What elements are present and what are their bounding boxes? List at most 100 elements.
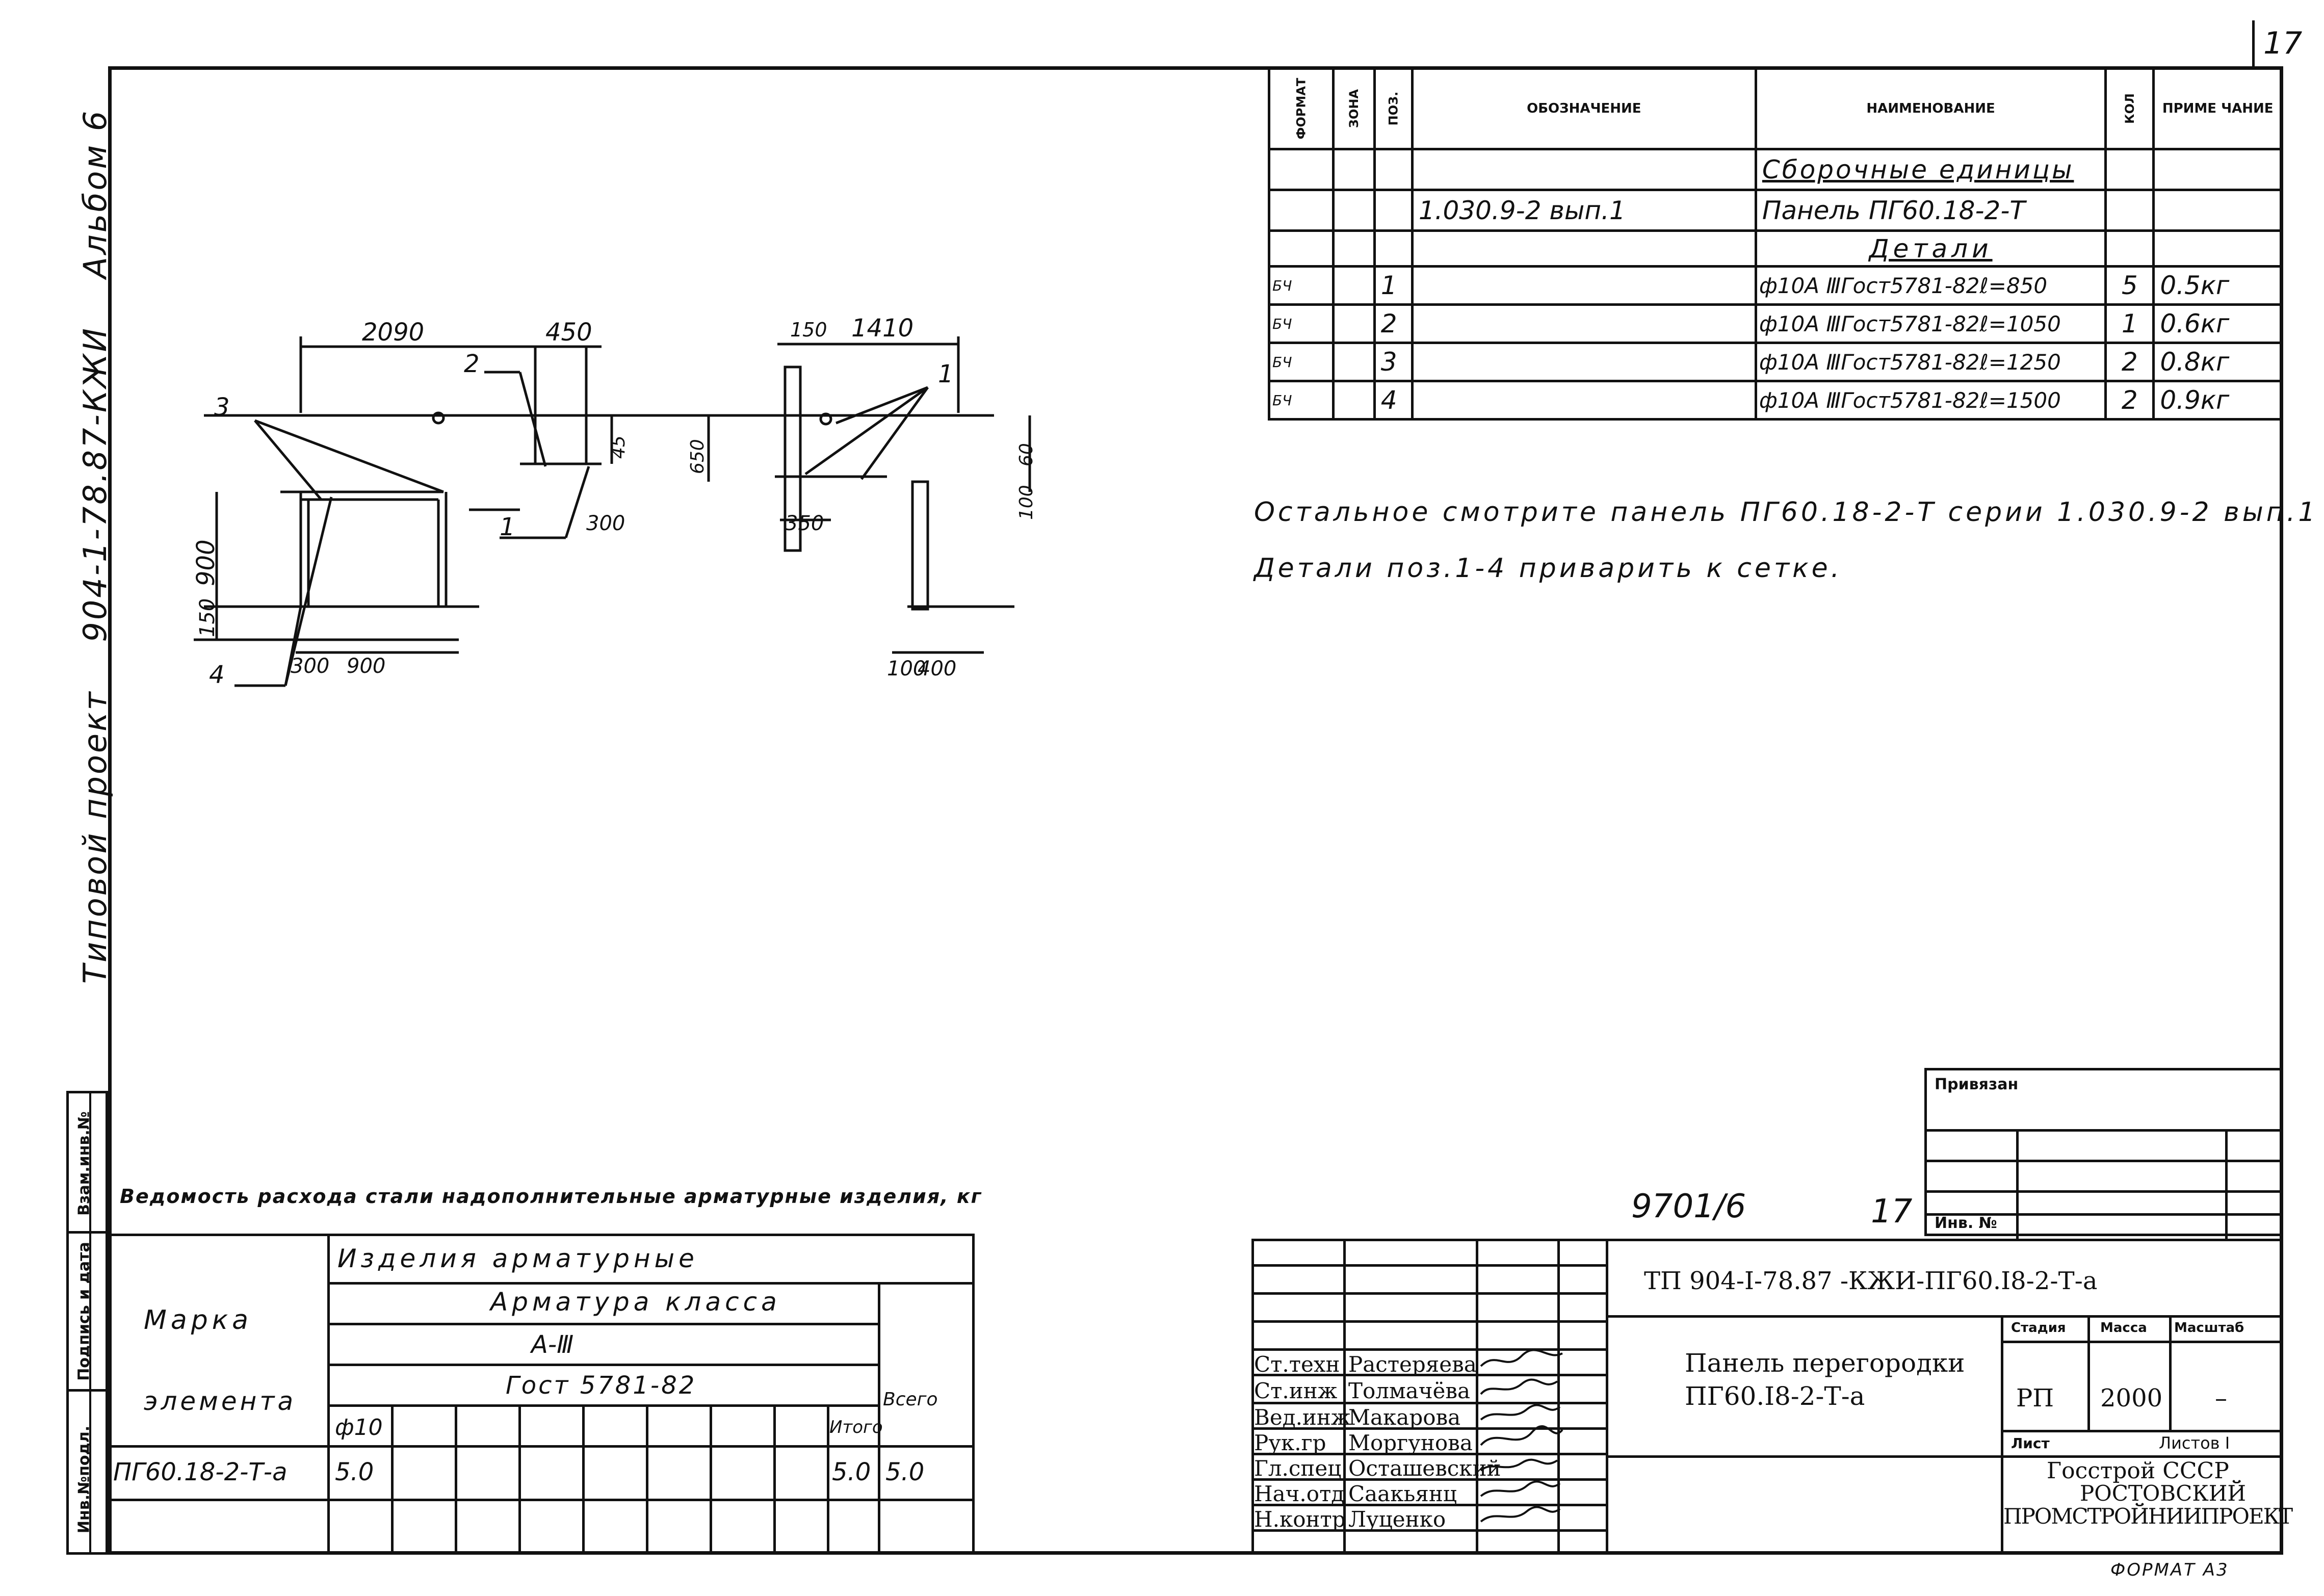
side-stamp-divider — [69, 1231, 106, 1234]
side-stamp-divider — [69, 1389, 106, 1392]
leader-line — [860, 386, 929, 480]
title-grid-hline — [1251, 1478, 1608, 1481]
dim-label: 350 — [785, 512, 824, 535]
note-see-panel: Остальное смотрите панель ПГ60.18-2-Т се… — [1254, 497, 2318, 528]
note-weld: Детали поз.1-4 приварить к сетке. — [1254, 553, 1843, 584]
page-number: 17 — [2263, 25, 2303, 61]
signatures — [1480, 1349, 1563, 1523]
spec-header-qty: КОЛ — [2104, 66, 2155, 150]
position-label: 3 — [214, 393, 230, 422]
spec-header-zone: ЗОНА — [1331, 66, 1376, 150]
signer-name: Толмачёва — [1348, 1378, 1470, 1403]
side-title-type: Типовой проект — [76, 690, 114, 984]
spec-cell: БЧ — [1268, 342, 1335, 382]
reinforcement-drawing: 2090 450 150 1410 45 650 60 100 900 150 … — [194, 314, 1037, 689]
steel-header-itogo: Итого — [829, 1417, 883, 1437]
handwritten-number: 9701/6 — [1631, 1188, 1746, 1225]
spec-cell: 4 — [1373, 380, 1414, 421]
spec-cell: ф10А ⅢГост5781-82ℓ=1250 — [1754, 342, 2107, 382]
steel-header-armature: Арматура класса — [490, 1287, 781, 1317]
binding-hline — [1927, 1160, 2281, 1162]
binding-inv-label: Инв. № — [1935, 1214, 1997, 1232]
title-grid-hline — [1251, 1374, 1608, 1376]
spec-cell: БЧ — [1268, 380, 1335, 421]
signer-role: Ст.инж — [1254, 1378, 1338, 1403]
steel-table-vline — [773, 1404, 776, 1555]
spec-cell — [1411, 342, 1757, 382]
steel-header-mark: Марка — [144, 1305, 253, 1336]
spec-cell: 5 — [2104, 265, 2155, 306]
spec-cell — [1331, 189, 1376, 232]
steel-table-vline — [710, 1404, 712, 1555]
spec-cell — [1331, 380, 1376, 421]
leader-line — [518, 372, 547, 467]
spec-row: Сборочные единицы — [1268, 148, 2283, 191]
dim-label: 650 — [687, 439, 708, 474]
steel-table-hline — [327, 1364, 878, 1366]
spec-cell: 1.030.9-2 вып.1 — [1411, 189, 1757, 232]
spec-cell: ф10А ⅢГост5781-82ℓ=1500 — [1754, 380, 2107, 421]
signer-role: Рук.гр — [1254, 1430, 1326, 1455]
weld-mark — [432, 411, 445, 425]
spec-cell — [1331, 148, 1376, 191]
title-grid-hline — [1251, 1292, 1608, 1295]
steel-table-hline — [108, 1445, 975, 1448]
dim-label: 1410 — [851, 314, 913, 343]
steel-header-products: Изделия арматурные — [337, 1244, 698, 1273]
title-grid-vline — [1557, 1239, 1560, 1555]
spec-cell: 2 — [2104, 380, 2155, 421]
dim-label: 100 — [887, 657, 926, 681]
spec-cell — [1373, 229, 1414, 268]
binding-hline — [1927, 1213, 2281, 1216]
spec-cell — [2152, 229, 2283, 268]
dim-label: 45 — [608, 435, 629, 459]
side-title-album: Альбом 6 — [76, 109, 114, 279]
leader-line — [564, 466, 590, 538]
title-grid-hline — [1251, 1402, 1608, 1404]
org-line2: РОСТОВСКИЙ — [2080, 1481, 2247, 1506]
org-line1: Госстрой СССР — [2047, 1458, 2229, 1484]
spec-row: БЧ 2 ф10А ⅢГост5781-82ℓ=1050 1 0.6кг — [1268, 303, 2283, 344]
title-right-hline — [1606, 1315, 2283, 1318]
title-grid-hline — [1251, 1427, 1608, 1430]
spec-row: БЧ 3 ф10А ⅢГост5781-82ℓ=1250 2 0.8кг — [1268, 342, 2283, 382]
spec-cell — [1331, 303, 1376, 344]
title-grid-hline — [1251, 1453, 1608, 1455]
spec-cell — [1268, 229, 1335, 268]
spec-cell — [2152, 148, 2283, 191]
spec-header-designation: ОБОЗНАЧЕНИЕ — [1411, 66, 1757, 150]
signer-name: Саакьянц — [1348, 1481, 1457, 1506]
dim-label: 300 — [586, 512, 625, 535]
signature-scribble — [1480, 1404, 1561, 1421]
steel-header-class: А-Ⅲ — [531, 1330, 574, 1359]
steel-header-gost: Гост 5781-82 — [506, 1371, 697, 1400]
title-grid-vline — [1606, 1239, 1608, 1555]
title-grid-hline — [1251, 1348, 1608, 1351]
steel-table-title: Ведомость расхода стали надополнительные… — [120, 1185, 982, 1208]
steel-table-vline — [391, 1404, 394, 1555]
spec-cell: 1 — [1373, 265, 1414, 306]
spec-cell: Панель ПГ60.18-2-Т — [1754, 189, 2107, 232]
dim-label: 900 — [347, 655, 385, 678]
steel-table-hline — [327, 1323, 878, 1325]
dim-label: 300 — [291, 655, 329, 678]
dim-label: 150 — [196, 598, 219, 637]
format-label: ФОРМАТ А3 — [2110, 1560, 2229, 1580]
side-stamp-signature: Подпись и дата — [75, 1242, 93, 1381]
spec-cell — [2104, 229, 2155, 268]
leader-line — [254, 419, 444, 493]
spec-cell — [1373, 148, 1414, 191]
spec-cell: 2 — [2104, 342, 2155, 382]
page-number-rule — [2252, 20, 2255, 69]
dim-label: 2090 — [362, 318, 424, 347]
signer-role: Гл.спец — [1254, 1456, 1342, 1481]
steel-header-element: элемента — [144, 1386, 297, 1416]
signer-role: Нач.отд — [1254, 1481, 1345, 1506]
steel-table: Изделия арматурные Арматура класса А-Ⅲ Г… — [108, 1234, 975, 1555]
steel-table-border — [108, 1234, 975, 1555]
spec-cell: ф10А ⅢГост5781-82ℓ=850 — [1754, 265, 2107, 306]
signer-name: Осташевский — [1348, 1456, 1501, 1481]
signature-scribble — [1480, 1425, 1563, 1446]
title-grid-vline — [1343, 1239, 1346, 1555]
spec-cell: БЧ — [1268, 303, 1335, 344]
